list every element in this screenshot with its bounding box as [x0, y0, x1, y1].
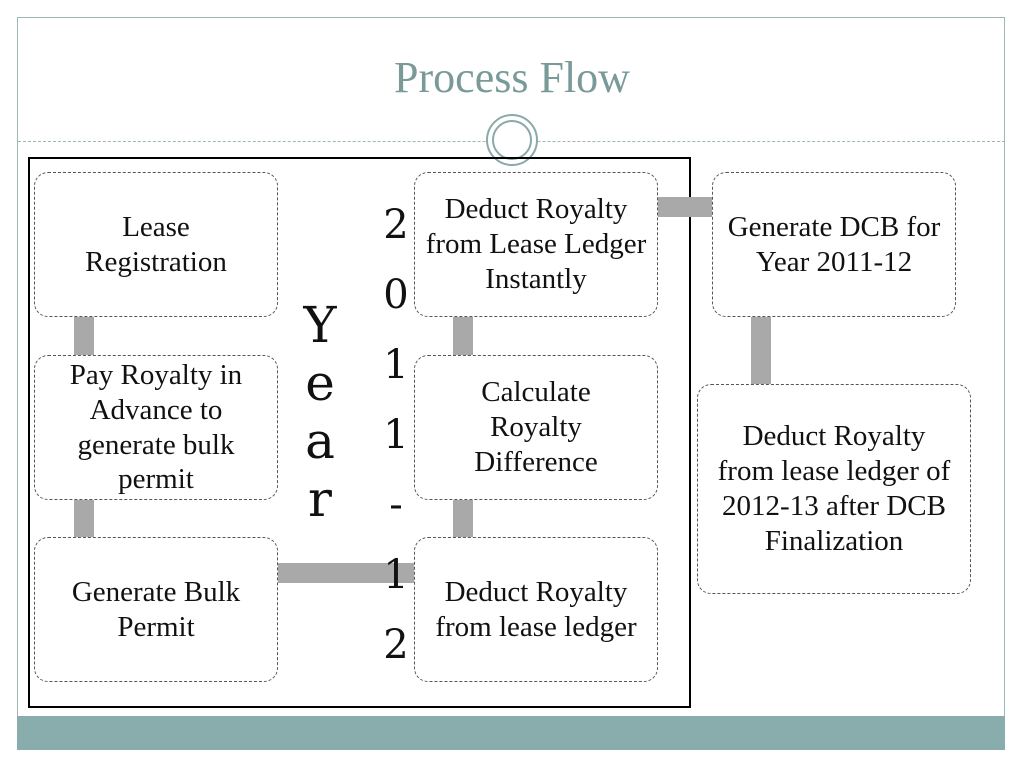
year-label-char: 1 — [383, 342, 409, 388]
year-label-char: 1 — [383, 412, 409, 458]
calculate-royalty-difference-box: Calculate Royalty Difference — [414, 355, 658, 500]
side-label-letter: a — [305, 412, 335, 470]
year-label-char: 2 — [383, 622, 409, 668]
footer-bar — [17, 716, 1005, 750]
connector-lease-to-pay — [74, 317, 94, 355]
connector-instant-to-dcb — [657, 197, 713, 217]
connector-pay-to-bulk — [74, 499, 94, 537]
year-label-char: 2 — [383, 202, 409, 248]
deduct-royalty-instantly-box: Deduct Royalty from Lease Ledger Instant… — [414, 172, 658, 317]
year-label-char: - — [389, 482, 403, 528]
generate-bulk-permit-box: Generate Bulk Permit — [34, 537, 278, 682]
connector-deduct-to-calc — [453, 499, 473, 537]
year-side-label: Y e a r — [296, 296, 344, 528]
connector-bulk-to-deduct — [277, 563, 415, 583]
year-group-border — [28, 157, 691, 708]
generate-dcb-box: Generate DCB for Year 2011-12 — [712, 172, 956, 317]
year-range-label: 2 0 1 1 - 1 2 — [372, 190, 420, 680]
year-label-char: 1 — [383, 552, 409, 598]
side-label-letter: r — [308, 470, 332, 528]
side-label-letter: Y — [303, 296, 337, 354]
lease-registration-box: Lease Registration — [34, 172, 278, 317]
connector-dcb-to-final — [751, 317, 771, 385]
connector-calc-to-instant — [453, 317, 473, 355]
year-label-char: 0 — [383, 272, 409, 318]
slide-title: Process Flow — [394, 53, 630, 102]
deduct-after-dcb-box: Deduct Royalty from lease ledger of 2012… — [697, 384, 971, 594]
deduct-royalty-ledger-box: Deduct Royalty from lease ledger — [414, 537, 658, 682]
side-label-letter: e — [305, 354, 335, 412]
pay-royalty-advance-box: Pay Royalty in Advance to generate bulk … — [34, 355, 278, 500]
